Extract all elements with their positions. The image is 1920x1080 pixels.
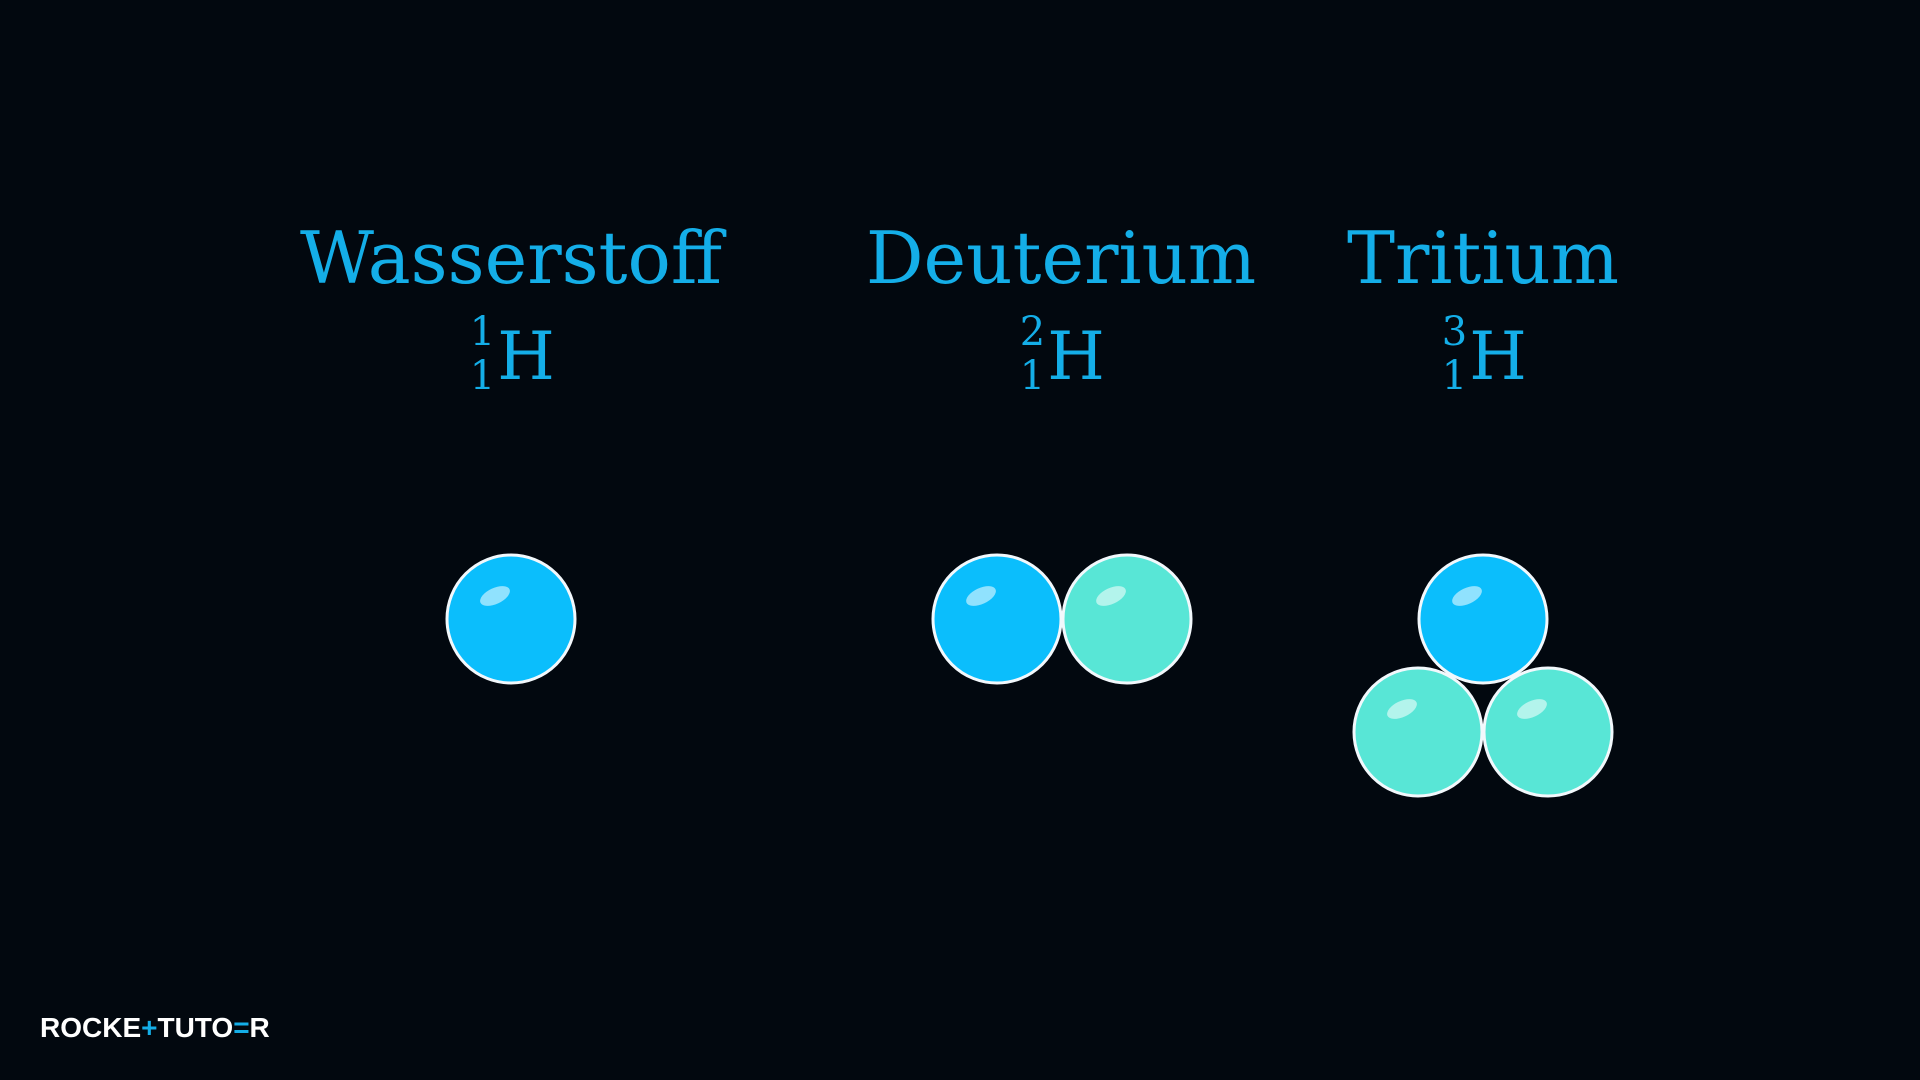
mass-number: 1 — [469, 309, 496, 355]
nucleus-tritium — [1352, 553, 1614, 798]
isotope-title-tritium: Tritium — [1346, 216, 1620, 300]
isotope-notation-deuterium: 2 1 H — [1017, 312, 1105, 402]
mass-number: 3 — [1441, 309, 1468, 355]
proton-sphere — [445, 553, 577, 685]
isotope-title-deuterium: Deuterium — [865, 216, 1257, 300]
neutron-sphere — [1352, 666, 1484, 798]
neutron-sphere — [1061, 553, 1193, 685]
nucleus-hydrogen — [445, 553, 577, 685]
atomic-number: 1 — [1019, 353, 1046, 399]
isotope-notation-tritium: 3 1 H — [1439, 312, 1527, 402]
element-symbol: H — [1047, 318, 1105, 395]
proton-sphere — [1417, 553, 1549, 685]
element-symbol: H — [497, 318, 555, 395]
isotope-notation-hydrogen: 1 1 H — [467, 312, 555, 402]
isotope-title-hydrogen: Wasserstoff — [300, 216, 722, 300]
atomic-number: 1 — [469, 353, 496, 399]
mass-number: 2 — [1019, 309, 1046, 355]
nucleus-deuterium — [931, 553, 1193, 685]
proton-sphere — [931, 553, 1063, 685]
neutron-sphere — [1482, 666, 1614, 798]
atomic-number: 1 — [1441, 353, 1468, 399]
rockettutor-logo: ROCKE+TUTO=R — [40, 1012, 270, 1043]
element-symbol: H — [1469, 318, 1527, 395]
